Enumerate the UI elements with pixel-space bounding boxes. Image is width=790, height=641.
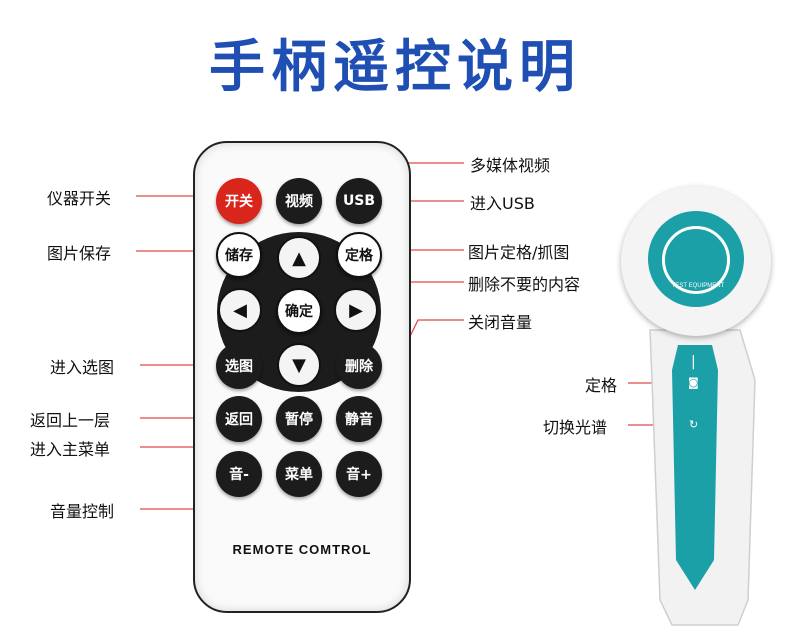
arrow-down-button[interactable]: ▼ [277,343,321,387]
label-mute: 关闭音量 [468,313,533,332]
usb-button[interactable]: USB [336,178,382,224]
save-button[interactable]: 储存 [216,232,262,278]
page-title: 手柄遥控说明 [209,35,581,100]
arrow-up-button[interactable]: ▲ [277,236,321,280]
back-button[interactable]: 返回 [216,396,262,442]
label-power: 仪器开关 [47,189,112,208]
label-multimedia: 多媒体视频 [470,156,551,175]
delete-button[interactable]: 删除 [336,343,382,389]
label-freeze: 图片定格/抓图 [468,243,570,262]
label-back: 返回上一层 [30,411,111,430]
arrow-left-button[interactable]: ◀ [218,288,262,332]
remote-brand-text: REMOTE COMTROL [232,542,372,557]
label-select: 进入选图 [50,358,115,377]
label-usb: 进入USB [470,194,535,213]
label-save: 图片保存 [47,244,112,263]
video-button[interactable]: 视频 [276,178,322,224]
arrow-right-icon: ▶ [349,299,363,321]
label-delete: 删除不要的内容 [468,275,581,294]
device-refresh-icon [662,226,730,294]
mute-button[interactable]: 静音 [336,396,382,442]
volume-down-button[interactable]: 音- [216,451,262,497]
arrow-down-icon: ▼ [292,354,306,376]
menu-button[interactable]: 菜单 [276,451,322,497]
arrow-up-icon: ▲ [292,247,306,269]
label-device-freeze: 定格 [585,376,618,395]
ok-button[interactable]: 确定 [276,288,322,334]
device-camera-icon[interactable]: ◙ [688,376,699,389]
pause-button[interactable]: 暂停 [276,396,322,442]
device-switch-icon[interactable]: ↻ [689,418,699,431]
label-menu: 进入主菜单 [30,440,111,459]
label-device-spectrum: 切换光谱 [543,418,608,437]
arrow-left-icon: ◀ [233,299,247,321]
power-button[interactable]: 开关 [216,178,262,224]
select-image-button[interactable]: 选图 [216,343,262,389]
device-power-icon: | [691,354,696,370]
label-volume: 音量控制 [50,502,115,521]
device-lens-text: TEST EQUIPMENT [671,283,725,289]
arrow-right-button[interactable]: ▶ [334,288,378,332]
freeze-button[interactable]: 定格 [336,232,382,278]
volume-up-button[interactable]: 音+ [336,451,382,497]
